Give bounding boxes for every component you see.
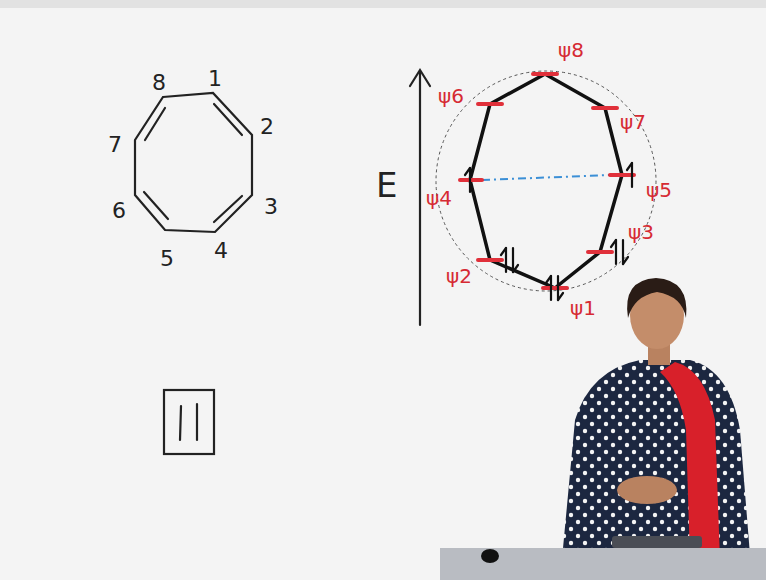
orbital-label: ψ7 xyxy=(620,112,646,132)
electron-arrows xyxy=(465,163,632,300)
atom-number: 8 xyxy=(152,72,166,94)
atom-number: 6 xyxy=(112,200,126,222)
orbital-label: ψ2 xyxy=(446,266,472,286)
atom-number: 7 xyxy=(108,134,122,156)
atom-number: 5 xyxy=(160,248,174,270)
orbital-label: ψ6 xyxy=(438,86,464,106)
orbital-label: ψ1 xyxy=(570,298,596,318)
presenter xyxy=(440,278,766,580)
boxed-sketch xyxy=(164,390,214,454)
orbital-label: ψ4 xyxy=(426,188,452,208)
orbital-label: ψ8 xyxy=(558,40,584,60)
frost-circle xyxy=(436,71,656,300)
orbital-label: ψ5 xyxy=(646,180,672,200)
cyclooctatetraene-ring xyxy=(135,93,252,232)
atom-number: 4 xyxy=(214,240,228,262)
orbital-label: ψ3 xyxy=(628,222,654,242)
energy-symbol: E xyxy=(376,168,397,202)
atom-number: 3 xyxy=(264,196,278,218)
atom-number: 1 xyxy=(208,68,222,90)
atom-number: 2 xyxy=(260,116,274,138)
